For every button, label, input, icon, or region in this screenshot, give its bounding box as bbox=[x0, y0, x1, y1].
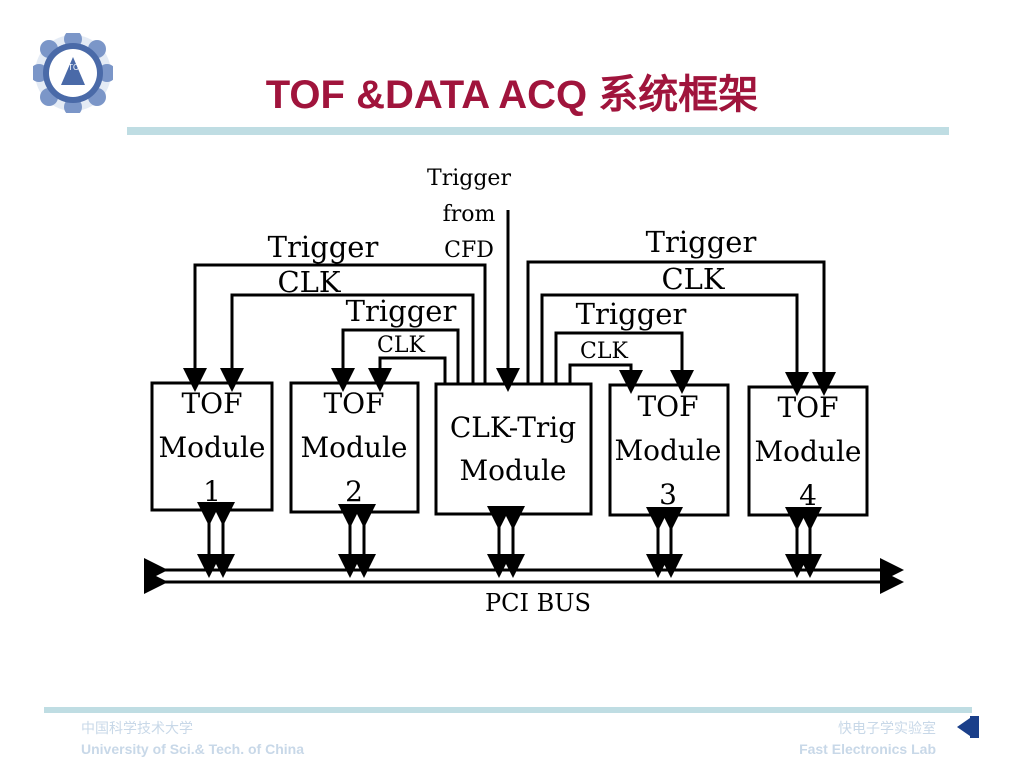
clk-trig-module-box bbox=[434, 382, 593, 516]
trigger-line-tof1 bbox=[183, 263, 487, 392]
footer-right-en: Fast Electronics Lab bbox=[799, 741, 936, 757]
tof2-line2: Module bbox=[300, 431, 407, 464]
tof2-line3: 2 bbox=[345, 475, 363, 508]
clktrig-line1: CLK-Trig bbox=[450, 411, 576, 444]
clk-line-tof4 bbox=[540, 293, 809, 396]
tof3-line3: 3 bbox=[659, 478, 677, 511]
footer-left-en: University of Sci.& Tech. of China bbox=[81, 741, 305, 757]
back-navigation-icon[interactable] bbox=[955, 714, 981, 740]
label-trigger-right-outer: Trigger bbox=[646, 225, 757, 259]
label-clk-right-outer: CLK bbox=[661, 262, 725, 296]
footer-right-cn: 快电子学实验室 bbox=[838, 720, 936, 736]
footer-left: 中国科学技术大学 University of Sci.& Tech. of Ch… bbox=[81, 718, 304, 757]
tof1-line2: Module bbox=[158, 431, 265, 464]
trigger-line-tof4 bbox=[526, 260, 836, 396]
tof4-line1: TOF bbox=[777, 391, 838, 424]
label-clk-right-inner: CLK bbox=[580, 339, 628, 364]
tof1-line1: TOF bbox=[181, 387, 242, 420]
footer-right: 快电子学实验室 Fast Electronics Lab bbox=[799, 718, 936, 757]
clk-line-tof1 bbox=[220, 293, 475, 392]
tof3-line1: TOF bbox=[637, 390, 698, 423]
footer-divider bbox=[44, 707, 972, 713]
cfd-label-3: CFD bbox=[444, 238, 494, 263]
clk-line-tof3 bbox=[568, 363, 643, 394]
logo-text: USTC bbox=[57, 63, 79, 72]
ustc-logo: USTC bbox=[33, 33, 113, 113]
slide-title: TOF &DATA ACQ 系统框架 bbox=[265, 73, 759, 117]
tof4-line2: Module bbox=[754, 435, 861, 468]
label-trigger-left-inner: Trigger bbox=[346, 294, 457, 328]
tof2-line1: TOF bbox=[323, 387, 384, 420]
trigger-line-tof2 bbox=[331, 328, 460, 392]
label-trigger-right-inner: Trigger bbox=[576, 297, 687, 331]
trigger-line-tof3 bbox=[554, 331, 694, 394]
cfd-label-2: from bbox=[443, 202, 496, 227]
label-trigger-left-outer: Trigger bbox=[268, 230, 379, 264]
clk-line-tof2 bbox=[368, 356, 447, 392]
label-clk-left-inner: CLK bbox=[377, 333, 425, 358]
label-clk-left-outer: CLK bbox=[277, 265, 341, 299]
footer-left-cn: 中国科学技术大学 bbox=[81, 720, 193, 736]
title-divider bbox=[127, 127, 949, 135]
tof4-line3: 4 bbox=[799, 479, 817, 512]
pci-bus-label: PCI BUS bbox=[485, 589, 591, 617]
cfd-label-1: Trigger bbox=[427, 166, 511, 191]
tof3-line2: Module bbox=[614, 434, 721, 467]
tof1-line3: 1 bbox=[203, 475, 221, 508]
clktrig-line2: Module bbox=[459, 454, 566, 487]
